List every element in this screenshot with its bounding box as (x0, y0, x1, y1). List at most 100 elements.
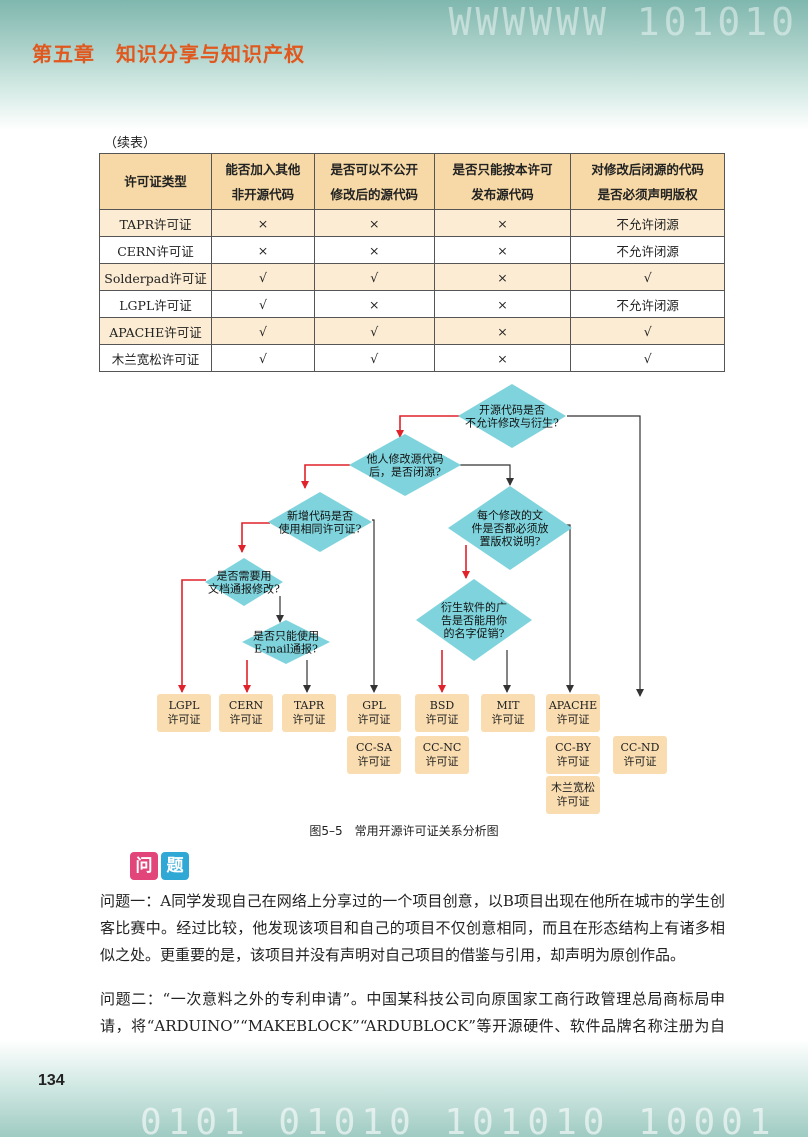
decision-diamond-q5 (205, 558, 283, 606)
license-text-ccsa: CC-SA (356, 741, 393, 754)
table-cell: × (433, 317, 572, 345)
license-text-cern: CERN (229, 699, 264, 712)
license-text-ccby: 许可证 (557, 755, 590, 768)
table-row: LGPL许可证 √ × × 不允许闭源 (99, 290, 725, 318)
table-cell: 不允许闭源 (570, 209, 725, 237)
table-cell: √ (570, 344, 725, 372)
table-cell: × (313, 290, 435, 318)
license-box-ccby (546, 736, 600, 774)
decision-text-q3: 使用相同许可证? (279, 523, 362, 536)
decision-text-q6: 的名字促销? (444, 626, 505, 640)
page-footer: 0101 01010 101010 10001 (0, 1040, 808, 1143)
q5-no-connector (178, 579, 206, 693)
decision-diamond-q4 (448, 486, 572, 570)
q2-yes-connector (460, 464, 514, 486)
table-cell: √ (570, 317, 725, 345)
table-cell: × (433, 263, 572, 291)
header-decoration: WWWWWW 101010 (448, 0, 798, 44)
q1-yes-connector (567, 415, 644, 697)
table-header-row: 许可证类型 能否加入其他非开源代码 是否可以不公开修改后的源代码 是否只能按本许… (99, 153, 725, 210)
decision-diamond-q1 (458, 384, 566, 448)
license-text-mulan: 许可证 (557, 795, 590, 808)
table-continued-label: （续表） (104, 136, 157, 151)
table-cell: Solderpad许可证 (99, 263, 212, 291)
question-one-paragraph: 问题一：A同学发现自己在网络上分享过的一个项目创意，以B项目出现在他所在城市的学… (100, 892, 725, 964)
q3-yes-connector (370, 519, 378, 693)
table-cell: √ (313, 263, 435, 291)
col-header-copyright: 对修改后闭源的代码是否必须声明版权 (570, 153, 725, 210)
table-cell: √ (211, 317, 315, 345)
license-text-ccnc: CC-NC (423, 741, 462, 754)
table-cell: × (433, 209, 572, 237)
license-text-tapr: 许可证 (293, 713, 326, 726)
decision-text-q1: 不允许修改与衍生? (465, 416, 559, 430)
license-text-mit: MIT (497, 699, 521, 712)
license-box-mulan (546, 776, 600, 814)
decision-text-q6: 告是否能用你 (441, 613, 507, 627)
col-header-license-type: 许可证类型 (99, 153, 212, 210)
table-cell: APACHE许可证 (99, 317, 212, 345)
q3-no-connector (238, 522, 270, 553)
table-row: CERN许可证 × × × 不允许闭源 (99, 236, 725, 264)
license-text-ccnc: 许可证 (426, 755, 459, 768)
license-text-ccby: CC-BY (555, 741, 591, 754)
question-two-paragraph: 问题二：“一次意料之外的专利申请”。中国某科技公司向原国家工商行政管理总局商标局… (100, 990, 725, 1062)
table-cell: √ (313, 344, 435, 372)
license-text-tapr: TAPR (294, 699, 325, 712)
license-text-ccnd: 许可证 (624, 755, 657, 768)
table-cell: √ (313, 317, 435, 345)
table-cell: √ (211, 290, 315, 318)
license-box-bsd (415, 694, 469, 732)
decision-text-q4: 每个修改的文 (477, 508, 543, 522)
table-cell: TAPR许可证 (99, 209, 212, 237)
table-cell: × (433, 344, 572, 372)
table-cell: √ (570, 263, 725, 291)
license-text-ccnd: CC-ND (621, 741, 660, 754)
decision-diamond-q2 (349, 434, 461, 496)
table-cell: × (211, 236, 315, 264)
table-cell: × (313, 236, 435, 264)
license-box-gpl (347, 694, 401, 732)
figure-caption: 图5–5 常用开源许可证关系分析图 (309, 824, 499, 838)
license-text-gpl: GPL (362, 699, 386, 712)
q2-no-connector (301, 464, 350, 489)
license-text-mit: 许可证 (492, 713, 525, 726)
decision-diamond-q3 (268, 492, 372, 552)
chapter-title: 第五章 知识分享与知识产权 (32, 42, 305, 66)
decision-text-q3: 新增代码是否 (287, 509, 353, 523)
decision-text-q5: 文档通报修改? (208, 582, 280, 596)
decision-text-q2: 后，是否闭源? (369, 465, 441, 479)
decision-text-q4: 件是否都必须放 (472, 521, 549, 535)
decision-text-q6: 衍生软件的广 (441, 600, 507, 614)
table-cell: × (433, 290, 572, 318)
table-row: TAPR许可证 × × × 不允许闭源 (99, 209, 725, 237)
table-cell: 不允许闭源 (570, 236, 725, 264)
table-row: 木兰宽松许可证 √ √ × √ (99, 344, 725, 372)
page-header: WWWWWW 101010 第五章 知识分享与知识产权 (0, 0, 808, 130)
license-text-bsd: 许可证 (426, 713, 459, 726)
license-table: 许可证类型 能否加入其他非开源代码 是否可以不公开修改后的源代码 是否只能按本许… (99, 153, 725, 372)
table-cell: × (313, 209, 435, 237)
license-box-apache (546, 694, 600, 732)
table-row: APACHE许可证 √ √ × √ (99, 317, 725, 345)
questions-icon: 问 题 (130, 852, 189, 880)
decision-text-q5: 是否需要用 (217, 570, 272, 583)
decision-diamond-q6 (416, 579, 532, 661)
license-text-cern: 许可证 (230, 713, 263, 726)
col-header-add-nonopen: 能否加入其他非开源代码 (211, 153, 315, 210)
q1-no-connector (396, 415, 462, 438)
table-cell: √ (211, 344, 315, 372)
decision-text-q4: 置版权说明? (480, 534, 541, 548)
decision-diamond-q7 (242, 620, 330, 664)
license-box-cern (219, 694, 273, 732)
question-icon-char-1: 问 (130, 852, 158, 880)
license-box-ccsa (347, 736, 401, 774)
table-cell: 不允许闭源 (570, 290, 725, 318)
table-cell: × (433, 236, 572, 264)
license-text-apache: APACHE (548, 699, 597, 712)
decision-text-q7: 是否只能使用 (253, 629, 319, 643)
table-cell: √ (211, 263, 315, 291)
license-text-ccsa: 许可证 (358, 755, 391, 768)
license-box-ccnd (613, 736, 667, 774)
table-cell: LGPL许可证 (99, 290, 212, 318)
